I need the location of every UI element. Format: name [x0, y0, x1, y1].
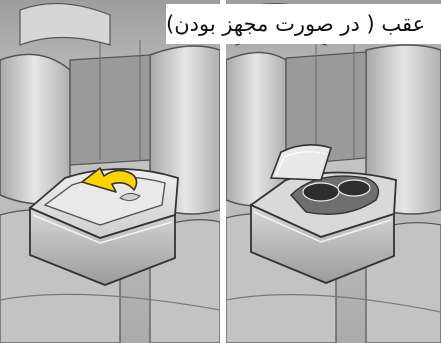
caption-text: عقب ( در صورت مجهز بودن) — [166, 12, 425, 36]
armrest-closed-drawing — [0, 0, 220, 343]
armrest-closed-panel — [0, 0, 220, 343]
figure-caption: عقب ( در صورت مجهز بودن) — [166, 4, 441, 44]
armrest-open-panel — [226, 0, 441, 343]
armrest-open-drawing — [226, 0, 441, 343]
